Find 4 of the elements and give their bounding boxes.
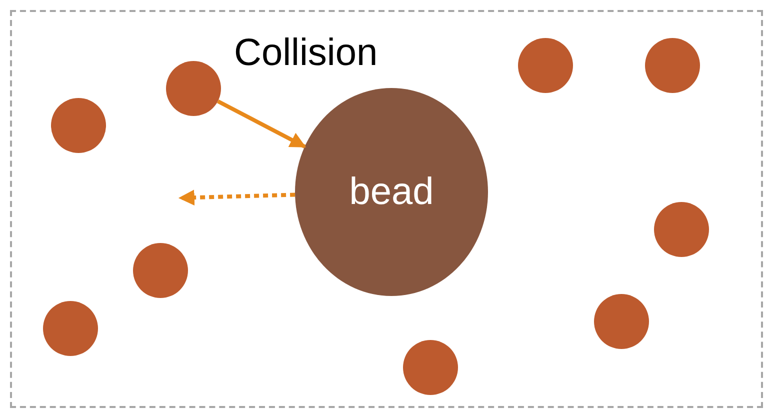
bead-label: bead [349, 170, 434, 214]
diagram-title: Collision [234, 34, 378, 72]
arrow [216, 99, 306, 148]
arrow [178, 190, 296, 206]
